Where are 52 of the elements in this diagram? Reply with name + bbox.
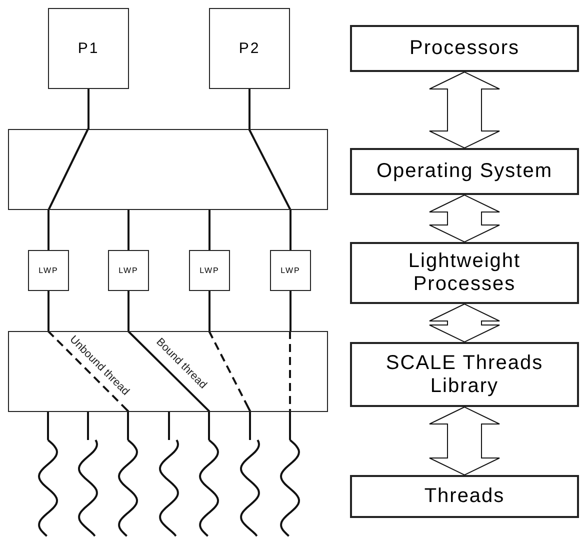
connector-line [127, 330, 210, 440]
node-label: LWP [118, 266, 138, 276]
connector-line [87, 412, 89, 440]
lwp-box [108, 250, 149, 291]
double-arrow [429, 71, 500, 149]
connector-line [47, 412, 49, 440]
connector-line [290, 291, 292, 331]
layer-label: Processors [409, 37, 520, 60]
wavy-thread [280, 439, 300, 537]
layer-box [350, 25, 579, 72]
dashed-line [208, 330, 251, 440]
wavy-thread [118, 439, 138, 537]
connector-line [168, 412, 170, 440]
dashed-line [289, 331, 291, 440]
node-label: LWP [38, 266, 58, 276]
connector-line [248, 128, 292, 250]
processor-box [48, 8, 129, 89]
processor-box [209, 8, 290, 89]
wavy-thread [78, 440, 98, 537]
double-arrow [429, 406, 500, 476]
wavy-thread [38, 439, 58, 537]
layer-box [350, 475, 579, 518]
node-label: LWP [280, 266, 300, 276]
connector-line [88, 89, 90, 129]
connector-line [48, 291, 50, 331]
connector-line [208, 210, 210, 250]
node-label: LWP [200, 266, 220, 276]
operating-system-box [8, 129, 328, 210]
connector-line [128, 210, 130, 250]
connector-line [208, 291, 210, 331]
wavy-thread [199, 439, 220, 537]
layer-box [350, 242, 579, 304]
double-arrow [429, 194, 500, 243]
connector-line [128, 291, 130, 331]
lwp-box [189, 250, 230, 291]
connector-line [248, 89, 250, 129]
layer-label: SCALE Threads Library [384, 352, 544, 398]
node-label: P1 [78, 40, 100, 58]
layer-box [350, 148, 579, 195]
layer-label: Threads [424, 485, 505, 508]
lwp-box [270, 250, 311, 291]
layer-label: Operating System [376, 160, 553, 183]
layer-label: Lightweight Processes [407, 250, 522, 296]
layer-box [350, 342, 579, 407]
lwp-box [28, 250, 69, 291]
dashed-line [47, 330, 129, 440]
double-arrow [429, 303, 500, 343]
wavy-thread [240, 440, 260, 537]
node-label: P2 [238, 40, 260, 58]
threads-library-box [8, 331, 328, 412]
wavy-thread [159, 440, 179, 537]
connector-line [48, 128, 89, 250]
